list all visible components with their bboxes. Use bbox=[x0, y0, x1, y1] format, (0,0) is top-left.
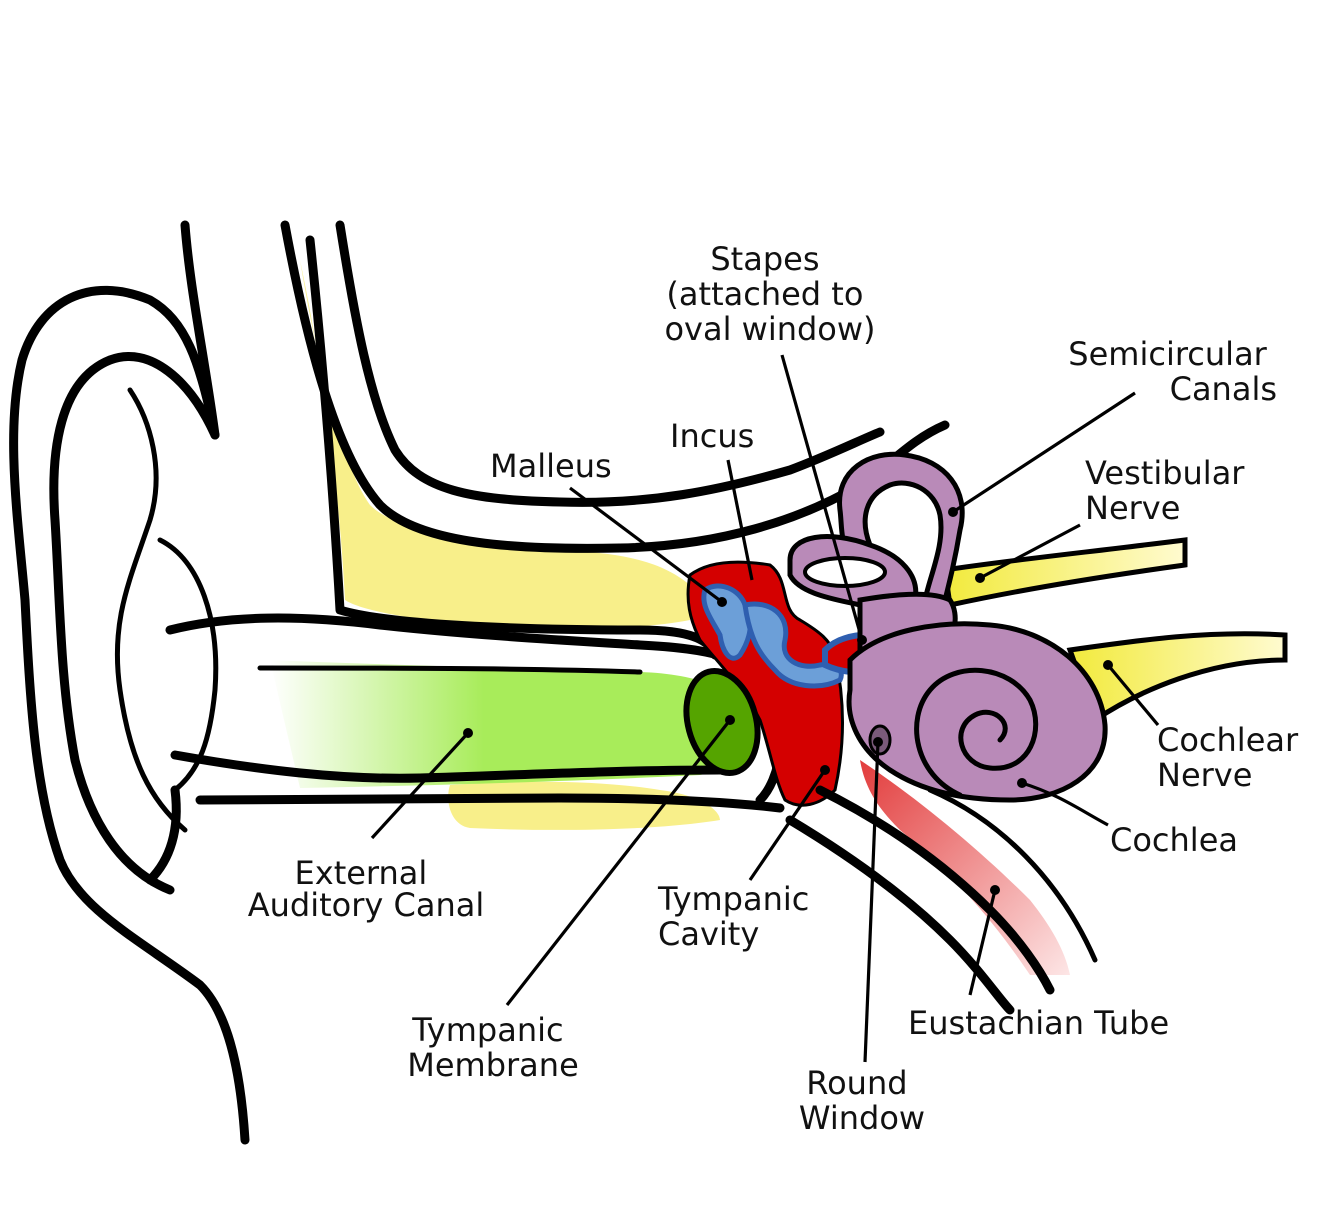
leader-dot-eustachian bbox=[990, 885, 1000, 895]
pinna bbox=[9, 220, 250, 1145]
tympanic-membrane-shape bbox=[683, 668, 761, 776]
pinna-outer-rim bbox=[9, 220, 250, 1145]
label-cochlea: Cochlea bbox=[1110, 821, 1238, 859]
leader-cochlear-nerve bbox=[1106, 663, 1160, 727]
label-cochlear-nerve: Cochlear Nerve bbox=[1157, 721, 1308, 794]
lateral-canal-hole bbox=[803, 556, 887, 588]
leader-vestibular bbox=[979, 523, 1081, 580]
vestibular-nerve-shape bbox=[942, 537, 1188, 609]
leader-round-window bbox=[863, 741, 880, 1063]
skull-line-inner bbox=[335, 220, 885, 507]
eustachian-tube-wall-lower bbox=[785, 815, 1015, 1015]
throat-line bbox=[927, 787, 1098, 963]
label-malleus: Malleus bbox=[490, 447, 612, 485]
leader-external-canal bbox=[370, 731, 470, 840]
leader-tympanic-membrane bbox=[505, 719, 732, 1006]
leader-dot-stapes bbox=[857, 635, 867, 645]
label-external-auditory-canal: External Auditory Canal bbox=[248, 854, 485, 924]
leader-dot-cochlear-nerve bbox=[1103, 660, 1113, 670]
leader-cochlea bbox=[1021, 781, 1109, 827]
canal-lower-line bbox=[195, 793, 785, 813]
pinna-tragus bbox=[145, 785, 181, 885]
label-tympanic-cavity: Tympanic Cavity bbox=[657, 880, 820, 953]
eustachian-tube-shape bbox=[860, 760, 1070, 975]
skull-line-middle bbox=[305, 235, 720, 660]
canal-inner-line bbox=[257, 665, 643, 675]
eustachian-tube-wall-upper bbox=[815, 785, 1055, 995]
external-canal-shape bbox=[165, 613, 786, 813]
leader-stapes bbox=[780, 354, 864, 641]
canal-bottom-wall bbox=[170, 750, 725, 783]
leader-malleus bbox=[569, 486, 723, 604]
label-tympanic-membrane: Tympanic Membrane bbox=[407, 1011, 579, 1084]
pinna-concha bbox=[157, 537, 219, 793]
leader-lines bbox=[370, 354, 1160, 1063]
label-round-window: Round Window bbox=[799, 1064, 925, 1137]
leader-dot-semicircular bbox=[948, 507, 958, 517]
leader-tympanic-cavity bbox=[748, 769, 827, 881]
label-eustachian-tube: Eustachian Tube bbox=[908, 1004, 1169, 1042]
leader-eustachian bbox=[968, 889, 997, 996]
cochlea-spiral bbox=[914, 667, 1039, 798]
label-semicircular-canals: Semicircular Canals bbox=[1068, 335, 1277, 408]
leader-dot-round-window bbox=[873, 737, 883, 747]
leader-incus bbox=[726, 459, 754, 581]
leader-semicircular bbox=[952, 391, 1136, 514]
bone-yellow-lower bbox=[448, 781, 720, 830]
leader-dot-tympanic-cavity bbox=[820, 765, 830, 775]
inner-ear bbox=[787, 451, 1108, 803]
temporal-bone bbox=[280, 220, 950, 830]
leader-dot-external-canal bbox=[463, 728, 473, 738]
pinna-helix bbox=[49, 352, 220, 895]
leader-dot-malleus bbox=[717, 597, 727, 607]
leader-dot-tympanic-membrane bbox=[725, 715, 735, 725]
canal-fill bbox=[270, 660, 746, 788]
label-stapes: Stapes (attached to oval window) bbox=[664, 240, 875, 348]
label-incus: Incus bbox=[670, 417, 754, 455]
malleus-shape bbox=[701, 583, 753, 661]
leader-dot-vestibular bbox=[975, 573, 985, 583]
label-vestibular-nerve: Vestibular Nerve bbox=[1085, 454, 1255, 527]
pinna-antihelix bbox=[114, 387, 188, 833]
leader-dot-cochlea bbox=[1017, 778, 1027, 788]
labels: Stapes (attached to oval window) Semicir… bbox=[248, 240, 1308, 1137]
bone-yellow-upper bbox=[300, 260, 690, 629]
